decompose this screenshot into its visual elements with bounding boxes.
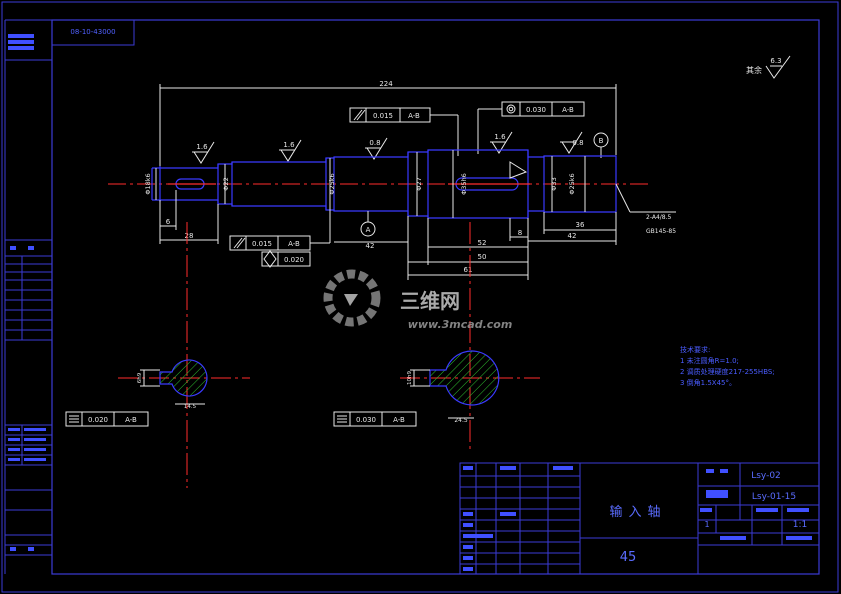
runout-frame-mid: 0.015 A-B bbox=[229, 210, 331, 251]
scale: 1:1 bbox=[793, 520, 807, 530]
symmetry-frame-top: 0.030 A-B bbox=[477, 101, 585, 154]
length-labels: 6 28 42 52 50 61 8 36 42 bbox=[166, 218, 585, 274]
title-block-text: 输入轴 45 Lsy-02 Lsy-01-15 1:1 1 bbox=[609, 471, 807, 565]
tech-req-line3: 3 倒角1.5X45°。 bbox=[680, 378, 736, 387]
runout-mid-value: 0.015 bbox=[252, 240, 272, 248]
tech-requirements: 技术要求: 1 未注圆角R=1.0; 2 调质处理硬度217-255HBS; 3… bbox=[680, 345, 775, 387]
finish-rest-value: 6.3 bbox=[770, 57, 781, 65]
runout-frame-top: 0.015 A-B bbox=[349, 107, 459, 156]
overall-length-dim: 224 bbox=[159, 80, 617, 168]
datum-a-marker: A bbox=[360, 211, 376, 237]
symmetry-frame-left: 0.020 A-B bbox=[65, 411, 149, 427]
dim-d5: Φ35h6 bbox=[460, 173, 468, 195]
dim-l5: 50 bbox=[478, 253, 487, 261]
drawing-code1: Lsy-02 bbox=[751, 471, 781, 481]
section-view-right: 10h9 24.5 bbox=[400, 350, 540, 424]
datum-a-text: A bbox=[366, 226, 371, 234]
sec-right-dim2: 24.5 bbox=[454, 417, 468, 424]
roughness-symbols bbox=[192, 131, 583, 164]
tech-req-line1: 1 未注圆角R=1.0; bbox=[680, 356, 739, 365]
datum-b-marker: B bbox=[593, 132, 609, 158]
runout-top-datum: A-B bbox=[408, 112, 420, 120]
material: 45 bbox=[620, 550, 637, 565]
title-block-marks bbox=[463, 466, 812, 571]
part-name: 输入轴 bbox=[609, 504, 666, 520]
length-dims bbox=[159, 190, 617, 280]
diameter-labels: Φ18k6 Φ22 Φ25k6 Φ27 Φ35h6 Φ33 Φ25k6 bbox=[144, 173, 576, 195]
watermark-brand: 三维网 bbox=[400, 289, 460, 313]
symmetry-right-datum: A-B bbox=[393, 416, 405, 424]
diameter-dims bbox=[155, 150, 586, 218]
top-code-text: 08-10-43000 bbox=[70, 28, 115, 36]
symmetry-top-value: 0.030 bbox=[526, 106, 546, 114]
tech-req-title: 技术要求: bbox=[680, 345, 710, 354]
roughness-r4: 1.6 bbox=[494, 133, 506, 141]
left-margin-marks bbox=[8, 34, 46, 551]
watermark-url: www.3mcad.com bbox=[408, 318, 513, 331]
dim-l9: 42 bbox=[568, 232, 577, 240]
finish-rest-label: 其余 bbox=[746, 65, 762, 75]
runout-top-value: 0.015 bbox=[373, 112, 393, 120]
chamfer-note2: GB145-85 bbox=[646, 228, 676, 235]
sec-right-dim1: 10h9 bbox=[407, 371, 413, 385]
roughness-r1: 1.6 bbox=[196, 143, 208, 151]
dim-d4: Φ27 bbox=[415, 177, 423, 190]
inner-border bbox=[51, 19, 820, 575]
overall-length-text: 224 bbox=[379, 80, 393, 88]
cylindricity-frame: 0.020 bbox=[261, 250, 311, 268]
roughness-r5: 0.8 bbox=[572, 139, 583, 147]
symmetry-right-value: 0.030 bbox=[356, 416, 376, 424]
title-block bbox=[459, 462, 820, 575]
left-margin-strip bbox=[4, 19, 52, 574]
dim-l7: 8 bbox=[518, 229, 522, 237]
dim-l1: 6 bbox=[166, 218, 171, 226]
dim-l8: 36 bbox=[576, 221, 585, 229]
quantity: 1 bbox=[704, 520, 709, 529]
dim-d7: Φ25k6 bbox=[568, 173, 576, 194]
symmetry-top-datum: A-B bbox=[562, 106, 574, 114]
dim-d2: Φ22 bbox=[222, 177, 230, 190]
symmetry-left-value: 0.020 bbox=[88, 416, 108, 424]
center-hole-note: 2-A4/8.5 GB145-85 bbox=[615, 183, 676, 235]
dim-d6: Φ33 bbox=[550, 177, 558, 190]
cylindricity-value: 0.020 bbox=[284, 256, 304, 264]
roughness-r2: 1.6 bbox=[283, 141, 295, 149]
surface-finish-rest: 其余 6.3 bbox=[746, 55, 791, 79]
dim-d3: Φ25k6 bbox=[328, 173, 336, 194]
sec-left-dim2: 14.5 bbox=[184, 404, 197, 410]
chamfer-note: 2-A4/8.5 bbox=[646, 214, 672, 221]
roughness-values: 1.6 1.6 0.8 1.6 0.8 bbox=[196, 133, 583, 151]
section-view-left: 6h9 14.5 bbox=[118, 359, 250, 410]
dim-l2: 28 bbox=[185, 232, 194, 240]
dim-l3: 42 bbox=[366, 242, 375, 250]
runout-mid-datum: A-B bbox=[288, 240, 300, 248]
dim-l4: 52 bbox=[478, 239, 487, 247]
roughness-r3: 0.8 bbox=[369, 139, 380, 147]
drawing-code2: Lsy-01-15 bbox=[752, 492, 796, 502]
top-code-box: 08-10-43000 bbox=[51, 19, 135, 46]
gear-logo-icon bbox=[323, 269, 381, 327]
sec-left-dim1: 6h9 bbox=[137, 372, 143, 383]
roughness-tri-shaft bbox=[509, 161, 528, 179]
tech-req-line2: 2 调质处理硬度217-255HBS; bbox=[680, 367, 775, 376]
watermark: 三维网 www.3mcad.com bbox=[323, 269, 513, 331]
dim-l6: 61 bbox=[464, 266, 473, 274]
dim-d1: Φ18k6 bbox=[144, 173, 152, 194]
datum-b-text: B bbox=[599, 137, 604, 145]
symmetry-frame-right: 0.030 A-B bbox=[333, 411, 417, 427]
symmetry-left-datum: A-B bbox=[125, 416, 137, 424]
